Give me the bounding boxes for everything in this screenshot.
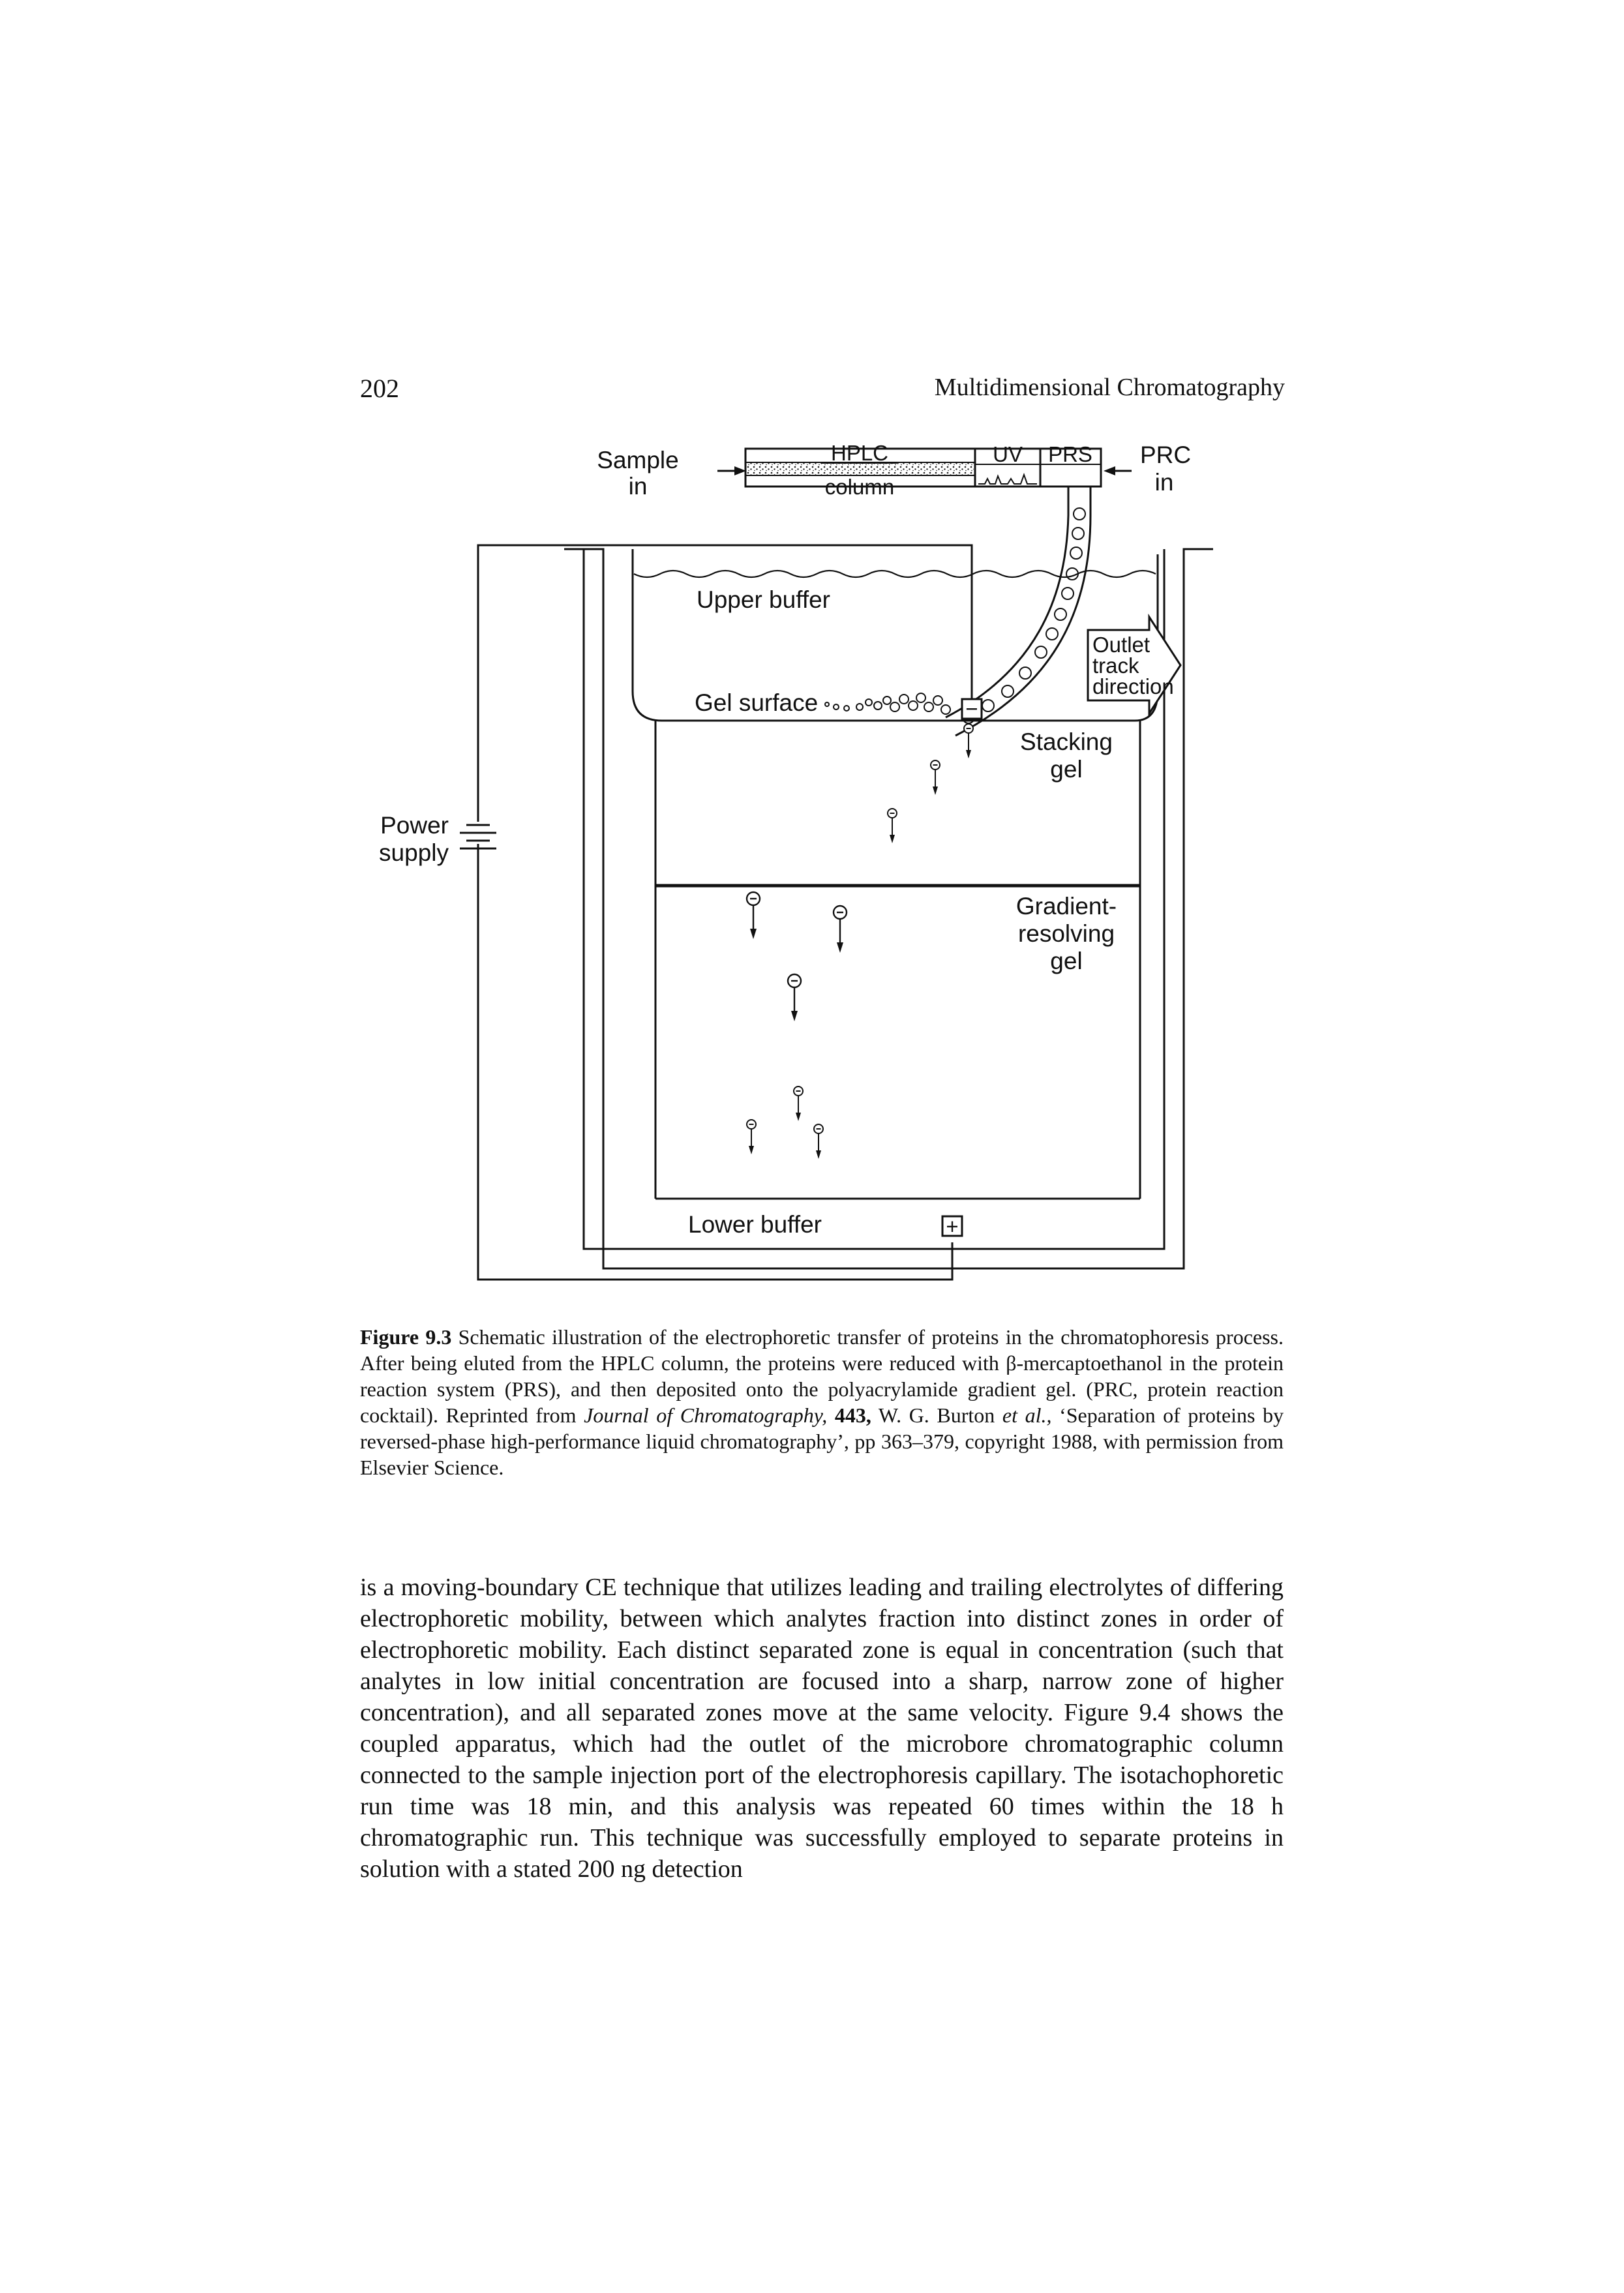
prs-unit: PRS: [1039, 442, 1102, 488]
page-header: 202 Multidimensional Chromatography: [0, 0, 1624, 430]
caption-et-al: et al.,: [1002, 1403, 1052, 1427]
caption-text-3: ‘Separation of proteins by reversed-phas…: [360, 1403, 1284, 1479]
tube-ions: [962, 507, 1086, 724]
prc-in-label: PRC: [1140, 442, 1191, 468]
gel-cassette: [654, 721, 1141, 1200]
caption-text-1: Schematic illustration of the electropho…: [360, 1325, 1284, 1427]
lower-buffer-label: Lower buffer: [688, 1211, 822, 1238]
outlet-label-2: track: [1092, 653, 1139, 678]
sample-in-label: Sample: [597, 447, 678, 473]
anode-electrode: +: [941, 1214, 963, 1238]
uv-trace: [978, 473, 1037, 485]
running-title: Multidimensional Chromatography: [934, 374, 1285, 401]
uv-label: UV: [993, 442, 1023, 466]
sample-in-label-2: in: [629, 473, 648, 500]
uv-detector: UV: [974, 442, 1042, 488]
cathode-sign: −: [965, 697, 978, 721]
stacking-gel-label-2: gel: [1050, 756, 1082, 783]
transfer-tube: [945, 487, 1092, 737]
battery-symbol: [460, 824, 496, 850]
caption-text-2: W. G. Burton: [878, 1403, 995, 1427]
prc-in-label-2: in: [1155, 469, 1174, 496]
caption-volume: 443,: [834, 1403, 871, 1427]
power-supply-label-2: supply: [379, 839, 449, 866]
gel-surface-label: Gel surface: [695, 689, 818, 716]
page-number: 202: [360, 374, 399, 403]
upper-buffer-label: Upper buffer: [697, 586, 830, 613]
cathode-electrode: −: [961, 697, 983, 721]
gel-surface-deposit: [824, 693, 951, 715]
outlet-label: Outlet: [1092, 633, 1150, 657]
migrating-ions: [745, 723, 974, 1160]
outlet-arrow: Outlet track direction: [1087, 613, 1182, 717]
anode-sign: +: [946, 1214, 958, 1238]
prc-arrow: [1104, 466, 1132, 475]
gradient-gel-label-2: resolving: [1018, 920, 1115, 947]
sample-arrow: [717, 466, 746, 475]
hplc-label: HPLC: [831, 441, 888, 465]
stacking-gel-label: Stacking: [1020, 728, 1113, 755]
outlet-label-3: direction: [1092, 674, 1174, 698]
electrophoretic-transfer-schematic: HPLC column UV PRS Sample in PRC in: [379, 441, 1213, 1281]
figure-label: Figure 9.3: [360, 1325, 452, 1349]
power-supply-label: Power: [380, 812, 449, 839]
figure-caption: Figure 9.3 Schematic illustration of the…: [360, 1324, 1284, 1480]
gradient-gel-label: Gradient-: [1016, 893, 1117, 920]
figure-9-3: HPLC column UV PRS Sample in PRC in: [365, 430, 1304, 1317]
gradient-gel-label-3: gel: [1050, 948, 1082, 974]
column-label: column: [825, 475, 894, 499]
buffer-tank: [564, 548, 1213, 1270]
caption-journal: Journal of Chromatography,: [584, 1403, 828, 1427]
buffer-surface-wave: [633, 569, 1156, 578]
circuit-wires: [477, 544, 973, 1281]
body-paragraph: is a moving-boundary CE technique that u…: [360, 1574, 1284, 1883]
hplc-column: HPLC column: [744, 441, 976, 499]
prs-label: PRS: [1048, 442, 1092, 466]
